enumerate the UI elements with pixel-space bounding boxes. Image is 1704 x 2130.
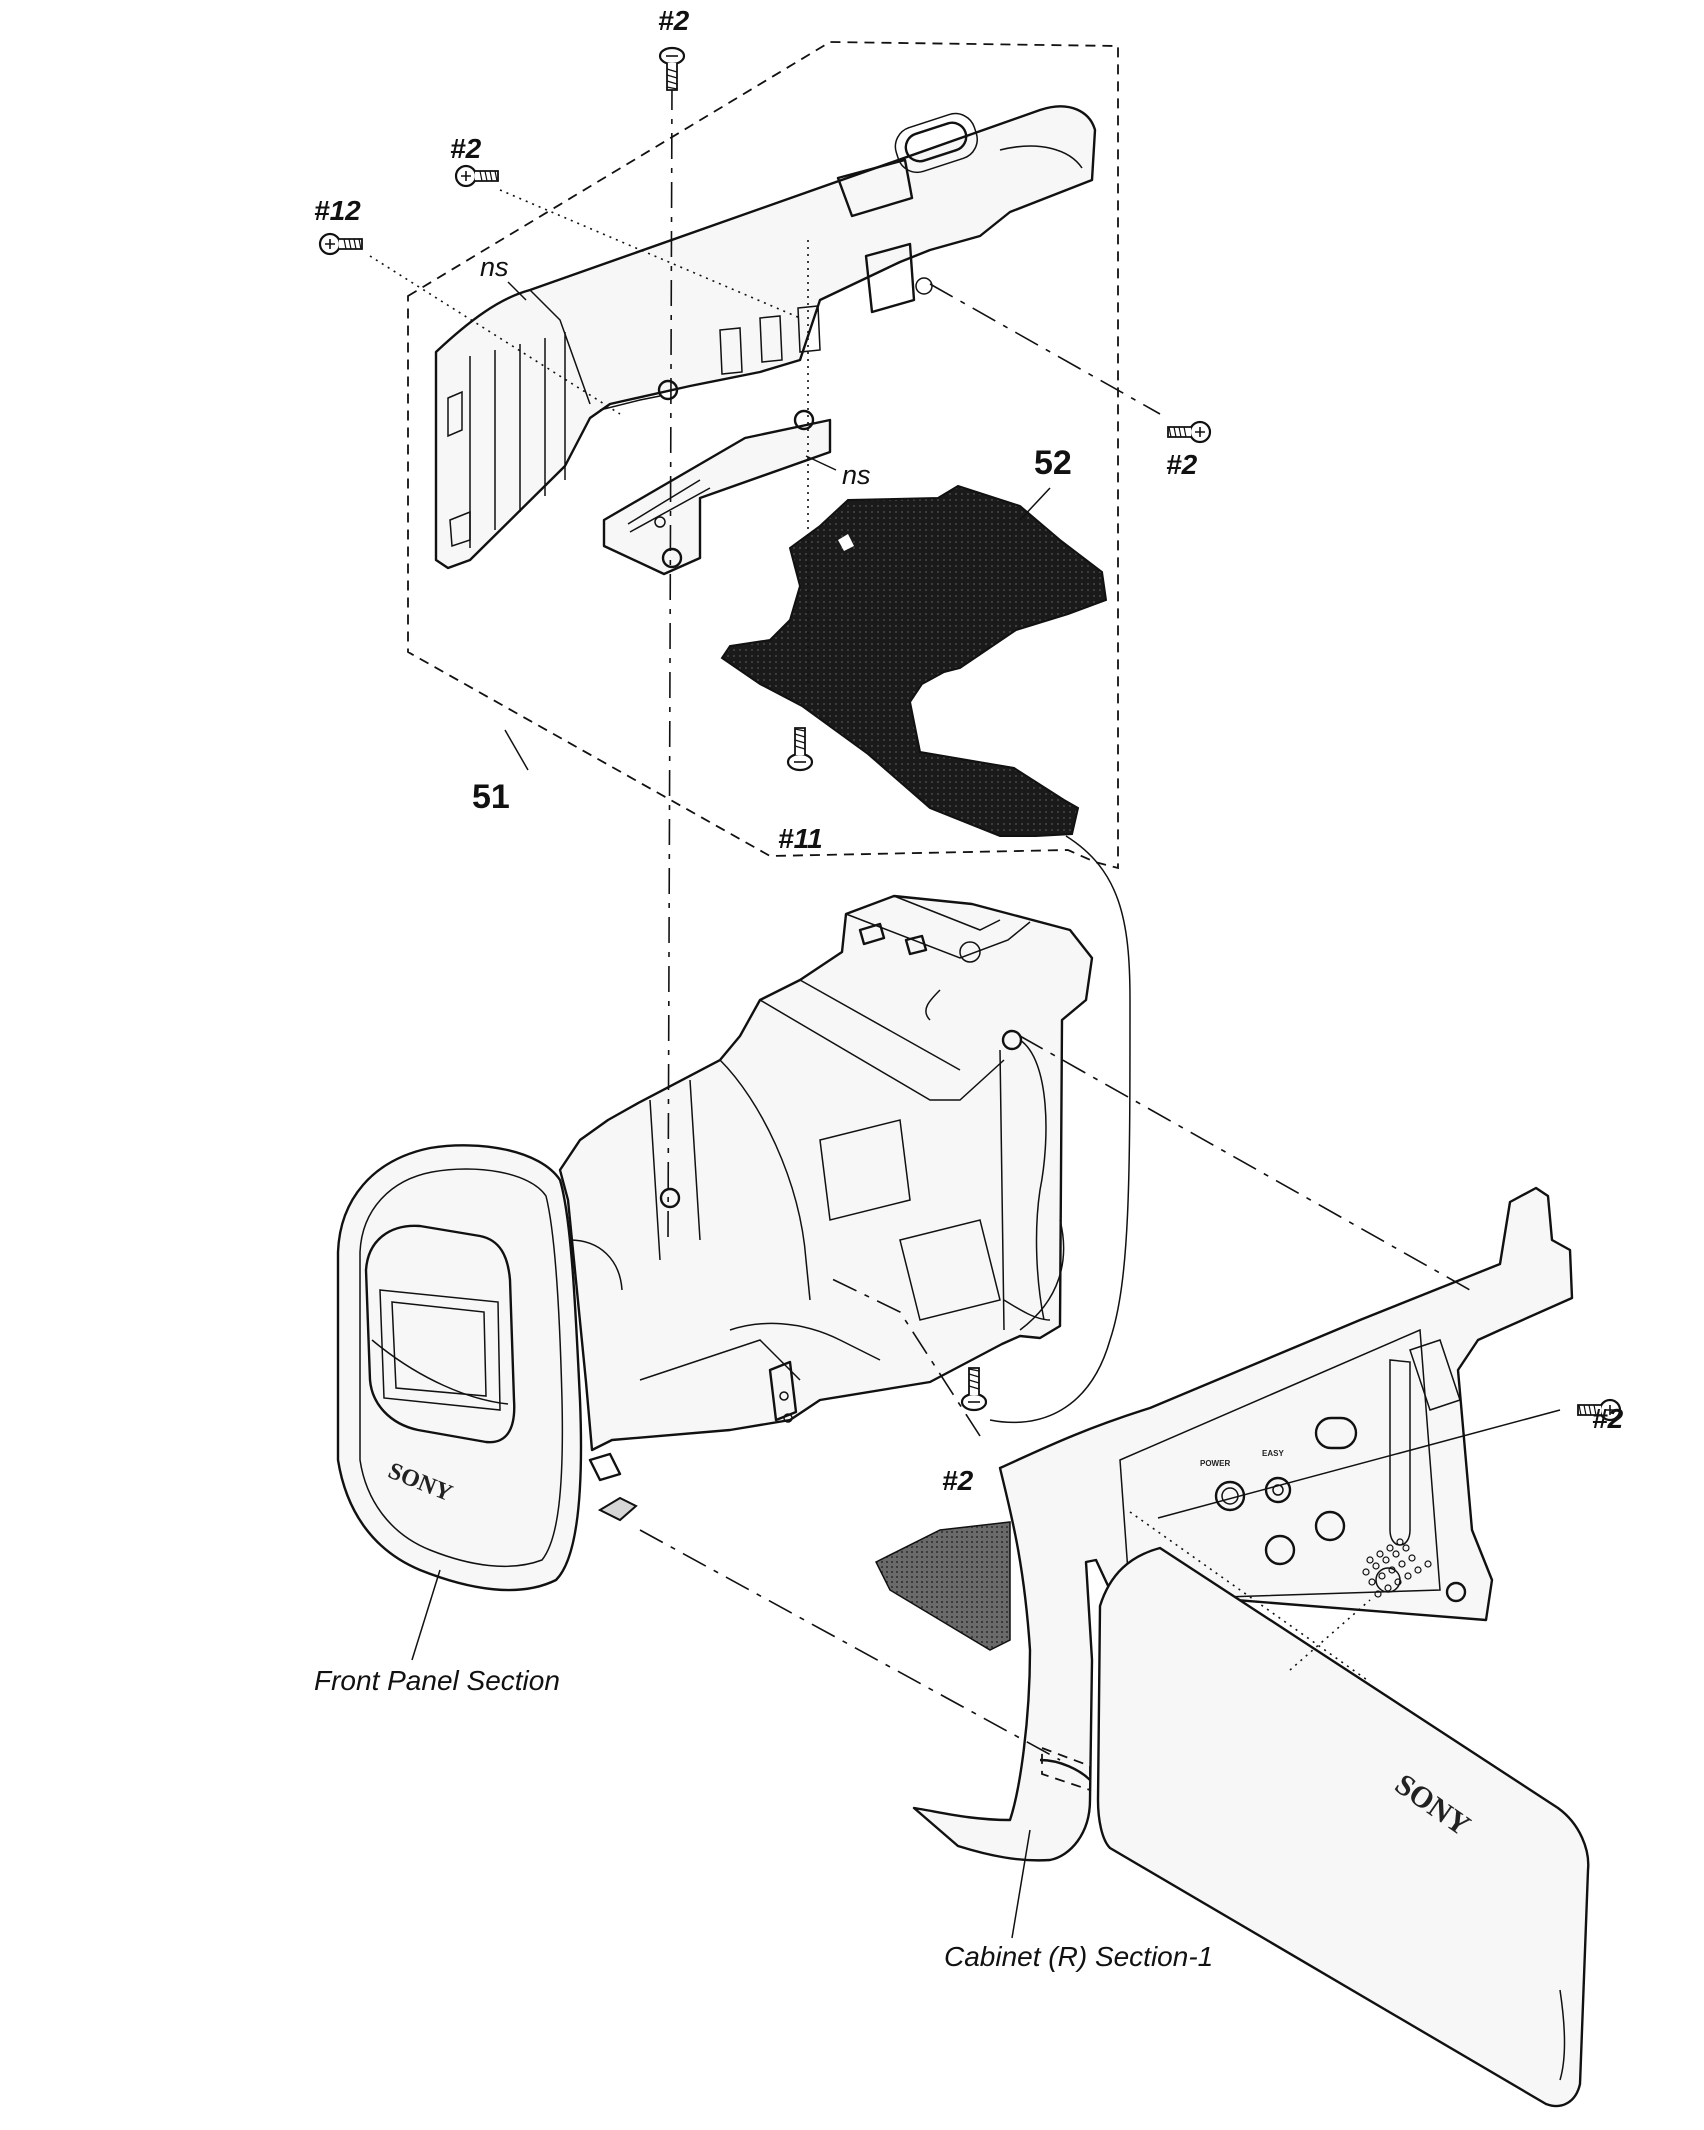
label-screw-middle: #2 <box>942 1465 974 1496</box>
label-screw-far-left: #12 <box>314 195 361 226</box>
front-panel-bezel: SONY <box>336 1144 583 1592</box>
label-screw-bottom-center: #11 <box>778 823 823 854</box>
screw-bottom-center-icon <box>786 726 814 772</box>
lcd-panel-part: SONY <box>1096 1546 1590 2108</box>
lens-block-assembly <box>558 894 1094 1522</box>
metal-plate-part <box>602 379 832 576</box>
label-screw-upper-right: #2 <box>1166 449 1198 480</box>
leader-front-panel <box>411 1569 441 1661</box>
screw-upper-left-icon <box>454 164 500 188</box>
flex-connector-loop <box>989 835 1131 1424</box>
screw-upper-right-icon <box>1166 420 1212 444</box>
leader-cabinet <box>1011 1829 1031 1939</box>
leader-52 <box>1019 487 1051 521</box>
label-screw-upper-left: #2 <box>450 133 482 164</box>
guide-line-right-screw <box>1157 1409 1561 1519</box>
power-button-label: POWER <box>1200 1459 1230 1468</box>
guide-line-middle <box>829 1277 981 1437</box>
leader-ns-plate <box>805 455 837 471</box>
cabinet-r-part: POWER EASY <box>874 1186 1574 1862</box>
leader-51 <box>504 729 529 771</box>
guide-line-top-screw <box>667 83 673 1241</box>
label-ref-51: 51 <box>472 778 510 816</box>
label-ns-plate: ns <box>842 460 871 490</box>
leader-ns-upper <box>507 281 527 301</box>
screw-top-icon <box>658 46 686 92</box>
guide-line-lcd <box>1129 1511 1371 1683</box>
label-ns-upper: ns <box>480 252 509 282</box>
easy-button-label: EASY <box>1262 1449 1284 1458</box>
assembly-51-boundary <box>407 41 1119 870</box>
guide-line-cabinet-right <box>1019 1035 1471 1291</box>
label-front-panel-section: Front Panel Section <box>314 1665 560 1696</box>
label-screw-right: #2 <box>1592 1403 1624 1434</box>
screw-far-left-icon <box>318 232 364 256</box>
label-screw-top: #2 <box>658 5 690 36</box>
label-ref-52: 52 <box>1034 444 1072 482</box>
guide-line-upper-right-screw <box>929 283 1161 415</box>
screw-middle-icon <box>960 1366 988 1412</box>
label-cabinet-r-section: Cabinet (R) Section-1 <box>944 1941 1213 1972</box>
guide-line-far-left-screw <box>369 255 621 415</box>
guide-line-cabinet-left <box>639 1529 1061 1761</box>
flex-board-52 <box>720 484 1108 837</box>
